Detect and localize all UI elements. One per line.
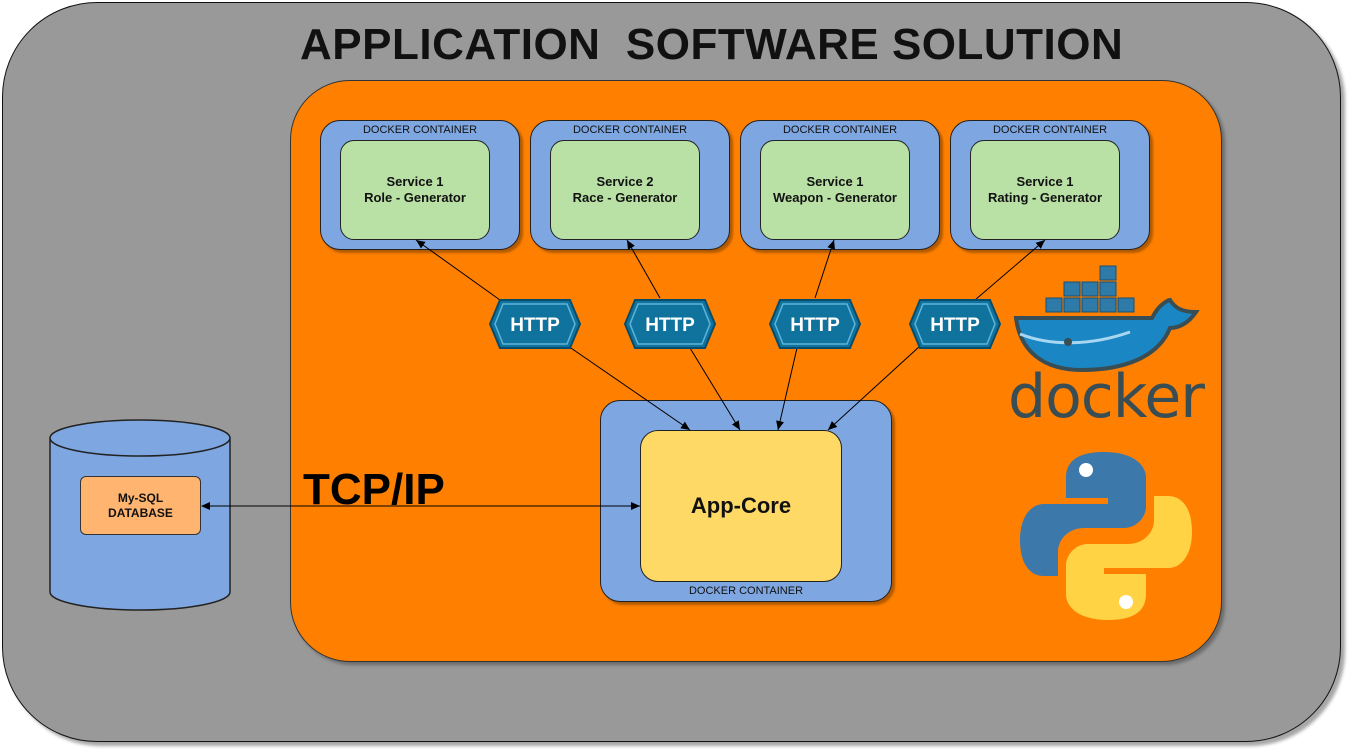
http-label: HTTP <box>510 315 560 336</box>
container-label: DOCKER CONTAINER <box>362 124 478 136</box>
http-connector-1-up <box>415 239 501 301</box>
container-label: DOCKER CONTAINER <box>572 124 688 136</box>
service-box-4: Service 1 Rating - Generator <box>970 140 1120 240</box>
http-label: HTTP <box>790 315 840 336</box>
http-badge-2: HTTP <box>623 299 717 349</box>
database-type: DATABASE <box>108 505 173 520</box>
docker-wordmark: docker <box>1008 362 1205 432</box>
service-role: Rating - Generator <box>987 190 1103 205</box>
service-role: Race - Generator <box>572 190 678 205</box>
service-name: Service 1 <box>1016 174 1074 189</box>
service-box-2: Service 2 Race - Generator <box>550 140 700 240</box>
http-badge-4: HTTP <box>908 299 1002 349</box>
http-connector-3-down <box>776 347 798 431</box>
http-badge-1: HTTP <box>488 299 582 349</box>
service-box-1: Service 1 Role - Generator <box>340 140 490 240</box>
service-name: Service 1 <box>806 174 864 189</box>
service-name: Service 2 <box>596 174 654 189</box>
container-label: DOCKER CONTAINER <box>992 124 1108 136</box>
http-connector-3-up <box>814 239 835 299</box>
database-name: My-SQL <box>117 490 164 505</box>
container-label: DOCKER CONTAINER <box>782 124 898 136</box>
http-label: HTTP <box>645 315 695 336</box>
page-title: APPLICATION SOFTWARE SOLUTION <box>300 20 1124 69</box>
http-label: HTTP <box>930 315 980 336</box>
http-connector-2-up <box>626 239 661 299</box>
service-role: Weapon - Generator <box>772 190 897 205</box>
python-logo-icon <box>1020 452 1192 620</box>
container-label: DOCKER CONTAINER <box>688 585 804 597</box>
http-connector-2-down <box>689 347 741 431</box>
app-core-box: App-Core <box>640 430 842 582</box>
http-connector-1-down <box>567 345 691 431</box>
service-name: Service 1 <box>386 174 444 189</box>
http-connector-4-down <box>827 345 921 431</box>
http-badge-3: HTTP <box>768 299 862 349</box>
service-role: Role - Generator <box>364 190 466 205</box>
service-box-3: Service 1 Weapon - Generator <box>760 140 910 240</box>
docker-whale-icon <box>1013 265 1200 373</box>
database-label: My-SQL DATABASE <box>80 476 201 535</box>
http-connector-4-up <box>974 239 1046 301</box>
